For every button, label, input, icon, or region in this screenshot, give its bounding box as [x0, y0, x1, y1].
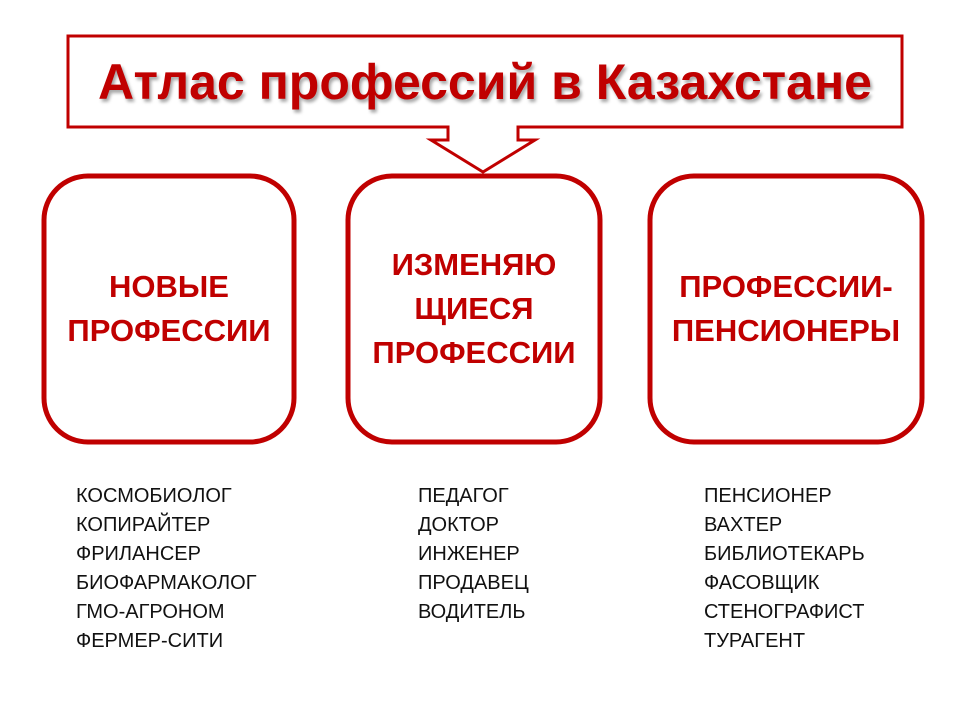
category-label-line: НОВЫЕ	[109, 269, 229, 304]
list-item: ПРОДАВЕЦ	[418, 572, 529, 594]
list-item: СТЕНОГРАФИСТ	[704, 601, 865, 623]
category-label-line: ПРОФЕССИИ	[67, 313, 271, 348]
list-item: КОПИРАЙТЕР	[76, 514, 211, 536]
list-item: ИНЖЕНЕР	[418, 543, 520, 565]
list-item: ФЕРМЕР-СИТИ	[76, 630, 224, 652]
list-item: ФАСОВЩИК	[704, 572, 820, 594]
list-item: ДОКТОР	[418, 514, 499, 536]
category-box-changing	[345, 173, 603, 445]
list-item: БИБЛИОТЕКАРЬ	[704, 543, 865, 565]
list-item: ВОДИТЕЛЬ	[418, 601, 526, 623]
title-callout-shape	[66, 34, 904, 174]
list-item: ФРИЛАНСЕР	[76, 543, 201, 565]
category-label-line: ПРОФЕССИИ	[372, 335, 576, 370]
profession-list-changing: ПЕДАГОГ ДОКТОР ИНЖЕНЕР ПРОДАВЕЦ ВОДИТЕЛЬ	[418, 482, 529, 627]
category-label-line: ПРОФЕССИИ-	[679, 269, 893, 304]
list-item: ВАХТЕР	[704, 514, 783, 536]
category-box-retiring	[647, 173, 925, 445]
category-label-changing: ИЗМЕНЯЮ ЩИЕСЯ ПРОФЕССИИ	[348, 176, 600, 442]
list-item: КОСМОБИОЛОГ	[76, 485, 232, 507]
category-label-line: ИЗМЕНЯЮ	[391, 247, 557, 282]
profession-list-new: КОСМОБИОЛОГ КОПИРАЙТЕР ФРИЛАНСЕР БИОФАРМ…	[76, 482, 257, 656]
page-title: Атлас профессий в Казахстане	[98, 54, 872, 110]
profession-list-retiring: ПЕНСИОНЕР ВАХТЕР БИБЛИОТЕКАРЬ ФАСОВЩИК С…	[704, 482, 865, 656]
category-label-line: ЩИЕСЯ	[414, 291, 534, 326]
list-item: ПЕНСИОНЕР	[704, 485, 832, 507]
list-item: ТУРАГЕНТ	[704, 630, 806, 652]
category-label-new: НОВЫЕ ПРОФЕССИИ	[44, 176, 294, 442]
category-label-line: ПЕНСИОНЕРЫ	[671, 313, 901, 348]
category-label-retiring: ПРОФЕССИИ- ПЕНСИОНЕРЫ	[650, 176, 922, 442]
list-item: ПЕДАГОГ	[418, 485, 509, 507]
list-item: ГМО-АГРОНОМ	[76, 601, 225, 623]
list-item: БИОФАРМАКОЛОГ	[76, 572, 257, 594]
category-box-new	[41, 173, 297, 445]
